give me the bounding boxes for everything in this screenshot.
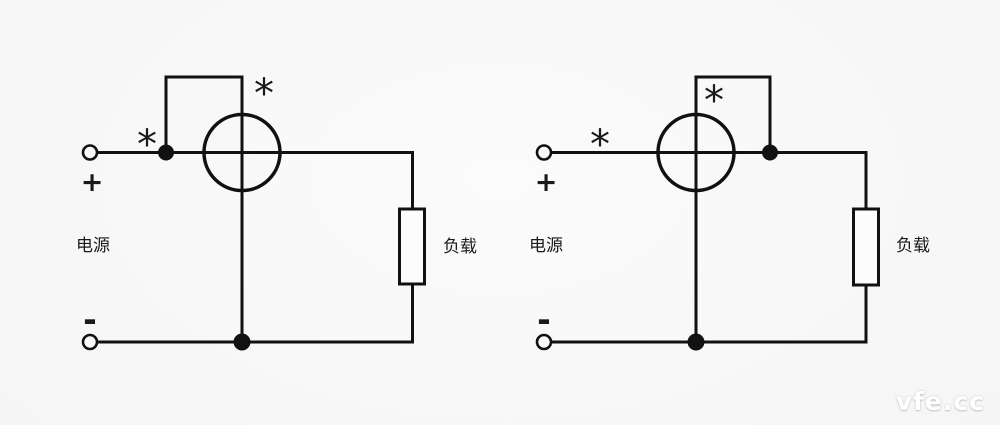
source-label: 电源 [76, 236, 110, 256]
left-circuit: + - 电源 负载 * * [76, 71, 477, 351]
source-terminal-positive [535, 144, 553, 161]
junction-dot-bottom [233, 333, 251, 351]
wattmeter-symbol [202, 112, 282, 193]
current-coil-polarity-mark: * [590, 122, 610, 168]
polarity-plus-label: + [535, 167, 558, 198]
polarity-plus-label: + [81, 167, 104, 198]
current-coil-polarity-mark: * [137, 122, 157, 168]
voltage-coil-polarity-mark: * [254, 71, 274, 117]
source-terminal-negative [81, 333, 99, 351]
source-label: 电源 [529, 236, 563, 256]
junction-dot-top [762, 144, 778, 161]
load-label: 负载 [443, 237, 477, 257]
load-label: 负载 [896, 236, 930, 256]
voltage-coil-loop-wire [164, 75, 244, 342]
right-circuit: + - 电源 负载 * * [529, 75, 930, 351]
wattmeter-symbol [656, 112, 736, 193]
junction-dot-bottom [687, 333, 705, 351]
source-terminal-negative [535, 333, 553, 351]
load-resistor [852, 207, 880, 287]
load-resistor [398, 207, 426, 286]
polarity-minus-label: - [537, 300, 551, 339]
source-terminal-positive [81, 144, 99, 161]
polarity-minus-label: - [83, 300, 97, 339]
voltage-coil-polarity-mark: * [704, 78, 724, 124]
voltage-coil-loop-wire [694, 75, 772, 342]
watermark: vfe.cc [895, 387, 985, 416]
junction-dot-top [158, 144, 174, 161]
